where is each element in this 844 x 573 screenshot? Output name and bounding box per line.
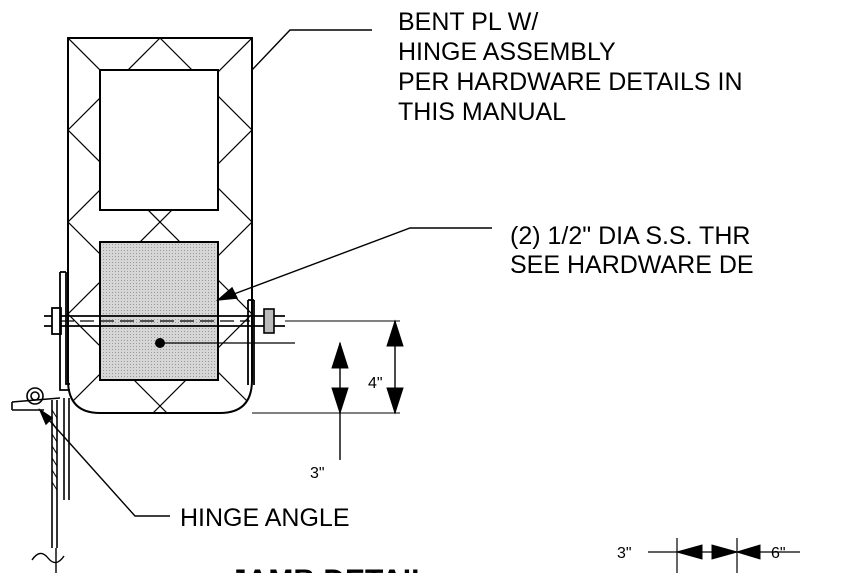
dimension-4in-label: 4" bbox=[368, 375, 383, 392]
bent-plate-callout-3: PER HARDWARE DETAILS IN bbox=[398, 68, 743, 96]
bolts-callout-1: (2) 1/2" DIA S.S. THR bbox=[510, 222, 750, 250]
detail-title: JAMB DETAIL bbox=[230, 564, 429, 573]
dimension-3in-label: 3" bbox=[310, 465, 325, 482]
hinge-angle-callout: HINGE ANGLE bbox=[180, 504, 350, 532]
spacing-right-label: 6" bbox=[771, 545, 786, 562]
spacing-left-label: 3" bbox=[617, 545, 632, 562]
dimension-4in bbox=[386, 319, 404, 415]
bolts-callout-2: SEE HARDWARE DE bbox=[510, 251, 754, 279]
jamb-timber bbox=[67, 37, 253, 414]
through-bolt bbox=[44, 307, 400, 335]
bent-plate-callout-1: BENT PL W/ bbox=[398, 8, 538, 36]
spacing-dimension bbox=[648, 538, 800, 573]
leaders bbox=[38, 29, 492, 517]
hinge-angle bbox=[11, 387, 70, 573]
dimension-3in bbox=[252, 341, 400, 460]
bent-plate-callout-2: HINGE ASSEMBLY bbox=[398, 38, 616, 66]
bent-plate-callout-4: THIS MANUAL bbox=[398, 98, 566, 126]
